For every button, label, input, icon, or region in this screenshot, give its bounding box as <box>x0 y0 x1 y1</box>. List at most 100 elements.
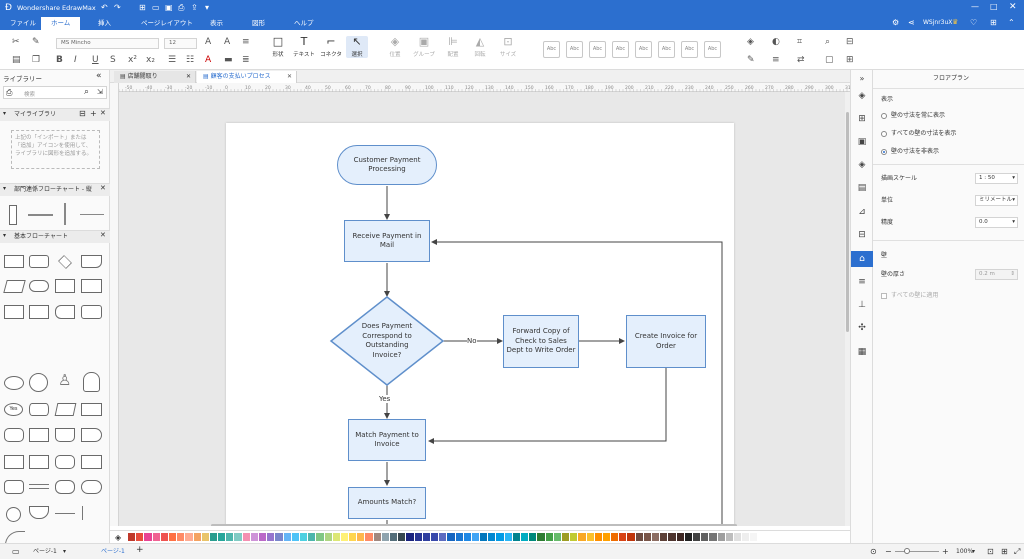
my-library-section[interactable]: マイライブラリ <box>0 108 110 121</box>
zoom-in-icon[interactable]: + <box>942 547 949 556</box>
section-basic-flowchart[interactable]: 基本フローチャート <box>0 230 110 243</box>
close-library-icon[interactable]: ✕ <box>100 109 106 117</box>
color-swatch[interactable] <box>193 533 202 541</box>
table-icon[interactable]: ⊞ <box>846 55 854 65</box>
color-swatch[interactable] <box>496 533 505 541</box>
minimize-button[interactable]: — <box>971 2 979 11</box>
shape-data[interactable] <box>3 280 26 293</box>
menu-help[interactable]: ヘルプ <box>294 19 314 27</box>
color-swatch[interactable] <box>709 533 718 541</box>
zoom-level[interactable]: 100% <box>956 548 974 555</box>
color-swatch[interactable] <box>545 533 554 541</box>
undo-icon[interactable]: ↶ <box>101 3 108 12</box>
color-swatch[interactable] <box>177 533 186 541</box>
fill-icon[interactable]: ◈ <box>747 37 754 47</box>
shape-preparation[interactable] <box>4 455 24 469</box>
shape-annotation[interactable] <box>82 506 100 520</box>
line-style-icon[interactable]: ≡ <box>772 55 780 65</box>
color-swatch[interactable] <box>398 533 407 541</box>
list-panel-icon[interactable]: ≡ <box>858 277 866 287</box>
font-size-select[interactable]: 12 <box>164 38 197 49</box>
radio-show-all[interactable] <box>881 131 887 137</box>
color-swatch[interactable] <box>283 533 292 541</box>
shape-separator-h[interactable] <box>28 214 53 216</box>
color-swatch[interactable] <box>455 533 464 541</box>
color-swatch[interactable] <box>185 533 194 541</box>
page-view-icon[interactable]: ▭ <box>12 547 20 556</box>
network-panel-icon[interactable]: ✣ <box>858 323 866 333</box>
shape-rounded-process[interactable] <box>29 255 49 268</box>
italic-icon[interactable]: I <box>74 55 77 65</box>
color-swatch[interactable] <box>701 533 710 541</box>
drawing-canvas[interactable]: Customer Payment Processing Receive Paym… <box>119 92 850 526</box>
filter-icon[interactable]: ⇲ <box>97 88 103 96</box>
shrink-font-icon[interactable]: A <box>224 37 231 47</box>
section-cross-functional[interactable]: 部門連係フローチャート - 縦 <box>0 183 110 196</box>
color-swatch[interactable] <box>349 533 358 541</box>
image-panel-icon[interactable]: ▣ <box>857 137 867 147</box>
shape-line[interactable] <box>80 214 104 215</box>
color-swatch[interactable] <box>299 533 309 541</box>
bullet-list-icon[interactable]: ☰ <box>168 55 177 65</box>
table-panel-icon[interactable]: ⊟ <box>858 230 866 240</box>
color-swatch[interactable] <box>750 533 759 541</box>
superscript-icon[interactable]: x² <box>128 55 137 65</box>
color-swatch[interactable] <box>414 533 423 541</box>
color-swatch[interactable] <box>365 533 374 541</box>
color-swatch[interactable] <box>291 533 300 541</box>
save-icon[interactable]: ▣ <box>165 3 173 12</box>
line-color-icon[interactable]: ✎ <box>747 55 755 65</box>
shape-punched-tape[interactable] <box>29 455 49 469</box>
align-button[interactable]: ⊫配置 <box>442 36 464 59</box>
shape-manual-input[interactable] <box>4 305 24 319</box>
crop-icon[interactable]: ⌗ <box>797 37 803 47</box>
thickness-input[interactable]: 0.2 m⇕ <box>975 269 1018 280</box>
shape-parallelogram[interactable] <box>54 403 77 416</box>
shape-vertical-lane[interactable] <box>9 205 17 225</box>
color-swatch[interactable] <box>635 533 644 541</box>
shape-tape[interactable] <box>55 455 75 469</box>
shape-cylinder[interactable] <box>29 403 49 416</box>
color-swatch[interactable] <box>201 533 210 541</box>
play-icon[interactable]: ⊙ <box>870 547 877 556</box>
menu-file[interactable]: ファイル <box>10 19 36 27</box>
node-match-payment[interactable]: Match Payment to Invoice <box>348 419 426 461</box>
color-swatch[interactable] <box>160 533 169 541</box>
scale-select[interactable]: 1 : 50▾ <box>975 173 1018 184</box>
highlight-icon[interactable]: ▬ <box>224 55 233 65</box>
shape-off-page[interactable] <box>83 372 100 392</box>
add-page-icon[interactable]: + <box>136 545 144 555</box>
color-swatch[interactable] <box>381 533 390 541</box>
strikethrough-icon[interactable]: S <box>110 55 116 65</box>
color-swatch[interactable] <box>308 533 317 541</box>
shape-rectangle[interactable] <box>81 403 102 416</box>
shape-stored-data[interactable] <box>55 305 75 319</box>
close-button[interactable]: ✕ <box>1009 2 1017 12</box>
color-swatch[interactable] <box>627 533 636 541</box>
color-swatch[interactable] <box>250 533 259 541</box>
color-swatch[interactable] <box>463 533 472 541</box>
theme-panel-icon[interactable]: ⊞ <box>858 114 866 124</box>
color-swatch[interactable] <box>578 533 587 541</box>
color-swatch[interactable] <box>373 533 382 541</box>
shape-rounded-rect[interactable] <box>55 480 75 494</box>
quick-style-4[interactable]: Abc <box>612 41 629 58</box>
shape-double-line[interactable] <box>29 484 49 489</box>
color-swatch[interactable] <box>259 533 268 541</box>
color-swatch[interactable] <box>422 533 431 541</box>
color-swatch[interactable] <box>226 533 235 541</box>
copy-icon[interactable]: ❐ <box>32 55 41 65</box>
zoom-slider[interactable] <box>895 551 939 552</box>
tab-close-icon[interactable]: ✕ <box>286 73 292 80</box>
settings-icon[interactable]: ⚙ <box>892 18 900 27</box>
precision-select[interactable]: 0.0▾ <box>975 217 1018 228</box>
align-icon[interactable]: ≡ <box>242 37 250 47</box>
library-menu-icon[interactable]: ⎙ <box>6 88 13 97</box>
color-swatch[interactable] <box>594 533 603 541</box>
color-swatch[interactable] <box>570 533 579 541</box>
color-swatch[interactable] <box>676 533 685 541</box>
color-swatch[interactable] <box>586 533 595 541</box>
org-panel-icon[interactable]: ⊥ <box>858 300 866 310</box>
replace-shape-icon[interactable]: ⇄ <box>797 55 805 65</box>
color-swatch[interactable] <box>209 533 219 541</box>
